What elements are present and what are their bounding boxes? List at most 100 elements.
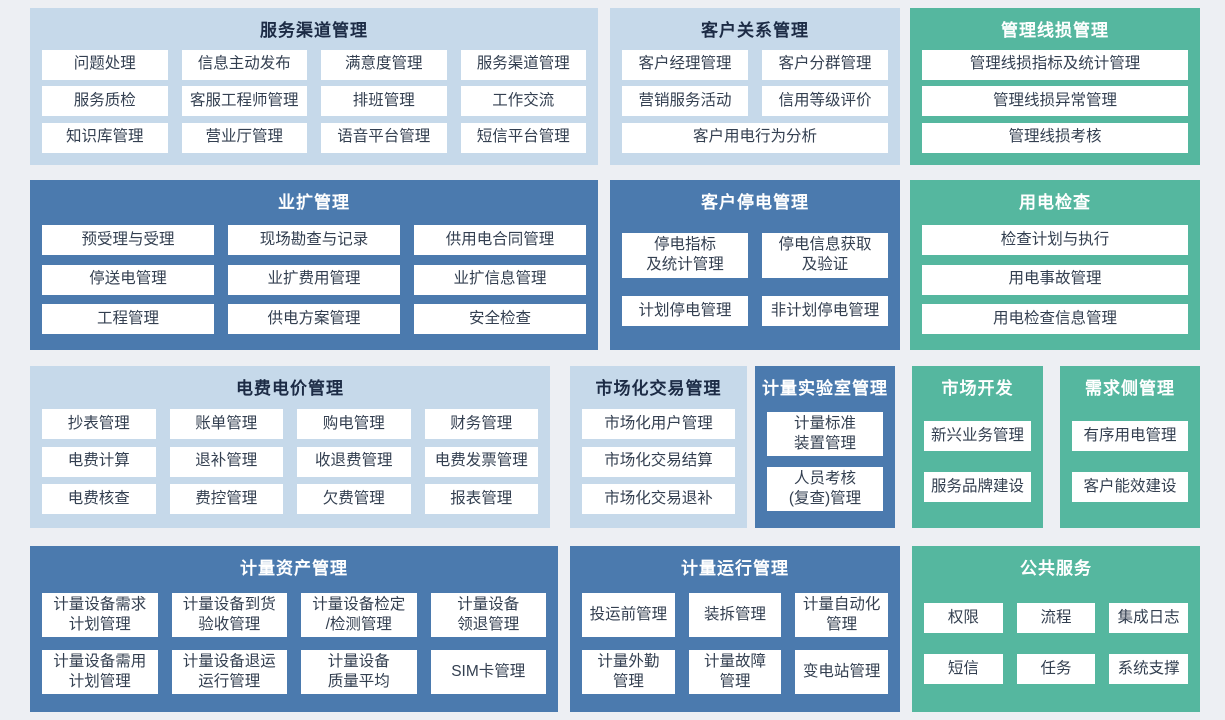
module-item: 财务管理 — [424, 408, 538, 439]
module-item: 退补管理 — [169, 446, 283, 477]
module-item: 新兴业务管理 — [924, 421, 1031, 452]
module-item: 计划停电管理 — [622, 295, 748, 326]
block-market-trading: 市场化交易管理 市场化用户管理市场化交易结算市场化交易退补 — [570, 366, 747, 528]
module-item: 知识库管理 — [42, 122, 168, 153]
block-title: 电费电价管理 — [236, 378, 344, 398]
module-item: 电费发票管理 — [424, 446, 538, 477]
module-item: 营业厅管理 — [181, 122, 307, 153]
module-item: 问题处理 — [42, 49, 168, 80]
module-item: 管理线损考核 — [922, 122, 1188, 153]
module-item: 业扩费用管理 — [228, 264, 400, 295]
block-title: 市场化交易管理 — [595, 378, 722, 398]
block-billing-pricing: 电费电价管理 抄表管理账单管理购电管理财务管理电费计算退补管理收退费管理电费发票… — [30, 366, 550, 528]
module-item: 排班管理 — [321, 86, 447, 116]
module-item: 工作交流 — [460, 86, 586, 116]
module-item: 服务品牌建设 — [924, 471, 1031, 502]
block-title: 管理线损管理 — [1001, 20, 1109, 40]
module-item: 人员考核 (复查)管理 — [767, 466, 883, 512]
module-item: 供用电合同管理 — [414, 224, 586, 255]
module-item: 客户用电行为分析 — [622, 122, 888, 153]
module-item: 计量自动化 管理 — [795, 593, 888, 638]
module-item: 计量故障 管理 — [688, 649, 782, 694]
module-item: 流程 — [1016, 602, 1096, 633]
module-item: 服务质检 — [42, 86, 168, 116]
module-item: 预受理与受理 — [42, 224, 214, 255]
module-item: 客户能效建设 — [1072, 471, 1188, 502]
block-items: 预受理与受理现场勘查与记录供用电合同管理停送电管理业扩费用管理业扩信息管理工程管… — [30, 215, 598, 350]
module-item: 安全检查 — [414, 304, 586, 335]
block-items: 投运前管理装拆管理计量自动化 管理计量外勤 管理计量故障 管理变电站管理 — [570, 581, 900, 712]
module-item: 检查计划与执行 — [922, 224, 1188, 255]
module-item: 客户经理管理 — [622, 49, 748, 80]
module-item: 有序用电管理 — [1072, 421, 1188, 452]
module-item: 业扩信息管理 — [414, 264, 586, 295]
module-item: 计量设备需求 计划管理 — [42, 593, 158, 638]
module-item: 电费计算 — [42, 446, 156, 477]
module-item: 权限 — [924, 602, 1003, 633]
module-item: 费控管理 — [169, 484, 283, 515]
module-item: 报表管理 — [424, 484, 538, 515]
block-metering-assets: 计量资产管理 计量设备需求 计划管理计量设备到货 验收管理计量设备检定 /检测管… — [30, 546, 558, 712]
module-item: 管理线损异常管理 — [922, 86, 1188, 116]
module-item: 营销服务活动 — [622, 86, 748, 116]
module-item: 装拆管理 — [688, 593, 782, 638]
module-item: 电费核查 — [42, 484, 156, 515]
module-item: 欠费管理 — [297, 484, 411, 515]
module-item: 现场勘查与记录 — [228, 224, 400, 255]
block-items: 问题处理信息主动发布满意度管理服务渠道管理服务质检客服工程师管理排班管理工作交流… — [30, 43, 598, 165]
module-item: 任务 — [1016, 654, 1096, 685]
module-item: 市场化交易退补 — [582, 484, 735, 515]
module-item: 抄表管理 — [42, 408, 156, 439]
block-public-services: 公共服务 权限流程集成日志短信任务系统支撑 — [912, 546, 1200, 712]
module-item: 购电管理 — [297, 408, 411, 439]
module-item: 账单管理 — [169, 408, 283, 439]
block-demand-side: 需求侧管理 有序用电管理客户能效建设 — [1060, 366, 1200, 528]
block-service-channel: 服务渠道管理 问题处理信息主动发布满意度管理服务渠道管理服务质检客服工程师管理排… — [30, 8, 598, 165]
module-item: 短信平台管理 — [460, 122, 586, 153]
module-item: 投运前管理 — [582, 593, 675, 638]
block-customer-relationship: 客户关系管理 客户经理管理客户分群管理营销服务活动信用等级评价客户用电行为分析 — [610, 8, 900, 165]
block-title: 用电检查 — [1019, 192, 1091, 212]
module-item: 计量外勤 管理 — [582, 649, 675, 694]
block-business-expansion: 业扩管理 预受理与受理现场勘查与记录供用电合同管理停送电管理业扩费用管理业扩信息… — [30, 180, 598, 350]
block-title: 市场开发 — [941, 378, 1014, 398]
module-item: 计量设备退运 运行管理 — [171, 649, 287, 694]
module-item: 停电指标 及统计管理 — [622, 233, 748, 278]
module-item: 停电信息获取 及验证 — [762, 233, 888, 278]
module-item: 供电方案管理 — [228, 304, 400, 335]
module-item: SIM卡管理 — [430, 649, 546, 694]
module-item: 非计划停电管理 — [762, 295, 888, 326]
block-title: 公共服务 — [1020, 558, 1092, 578]
block-items: 市场化用户管理市场化交易结算市场化交易退补 — [570, 401, 747, 528]
module-item: 信用等级评价 — [762, 86, 888, 116]
module-item: 变电站管理 — [795, 649, 888, 694]
module-item: 计量设备检定 /检测管理 — [301, 593, 417, 638]
module-item: 客服工程师管理 — [181, 86, 307, 116]
module-item: 工程管理 — [42, 304, 214, 335]
module-item: 客户分群管理 — [762, 49, 888, 80]
module-item: 停送电管理 — [42, 264, 214, 295]
block-customer-outage: 客户停电管理 停电指标 及统计管理停电信息获取 及验证计划停电管理非计划停电管理 — [610, 180, 900, 350]
block-items: 新兴业务管理服务品牌建设 — [912, 401, 1043, 528]
module-item: 集成日志 — [1109, 602, 1188, 633]
module-item: 用电事故管理 — [922, 264, 1188, 295]
block-items: 有序用电管理客户能效建设 — [1060, 401, 1200, 528]
block-title: 客户停电管理 — [701, 192, 809, 212]
block-items: 计量设备需求 计划管理计量设备到货 验收管理计量设备检定 /检测管理计量设备 领… — [30, 581, 558, 712]
block-metering-lab: 计量实验室管理 计量标准 装置管理人员考核 (复查)管理 — [755, 366, 895, 528]
block-items: 检查计划与执行用电事故管理用电检查信息管理 — [910, 215, 1200, 350]
block-metering-operation: 计量运行管理 投运前管理装拆管理计量自动化 管理计量外勤 管理计量故障 管理变电… — [570, 546, 900, 712]
module-item: 市场化交易结算 — [582, 446, 735, 477]
block-items: 管理线损指标及统计管理管理线损异常管理管理线损考核 — [910, 43, 1200, 165]
block-title: 客户关系管理 — [701, 20, 809, 40]
module-item: 信息主动发布 — [181, 49, 307, 80]
block-items: 停电指标 及统计管理停电信息获取 及验证计划停电管理非计划停电管理 — [610, 215, 900, 350]
block-title: 计量运行管理 — [681, 558, 789, 578]
module-item: 满意度管理 — [321, 49, 447, 80]
module-item: 管理线损指标及统计管理 — [922, 49, 1188, 80]
block-line-loss: 管理线损管理 管理线损指标及统计管理管理线损异常管理管理线损考核 — [910, 8, 1200, 165]
module-item: 计量设备 领退管理 — [430, 593, 546, 638]
module-item: 用电检查信息管理 — [922, 304, 1188, 335]
block-items: 抄表管理账单管理购电管理财务管理电费计算退补管理收退费管理电费发票管理电费核查费… — [30, 401, 550, 528]
